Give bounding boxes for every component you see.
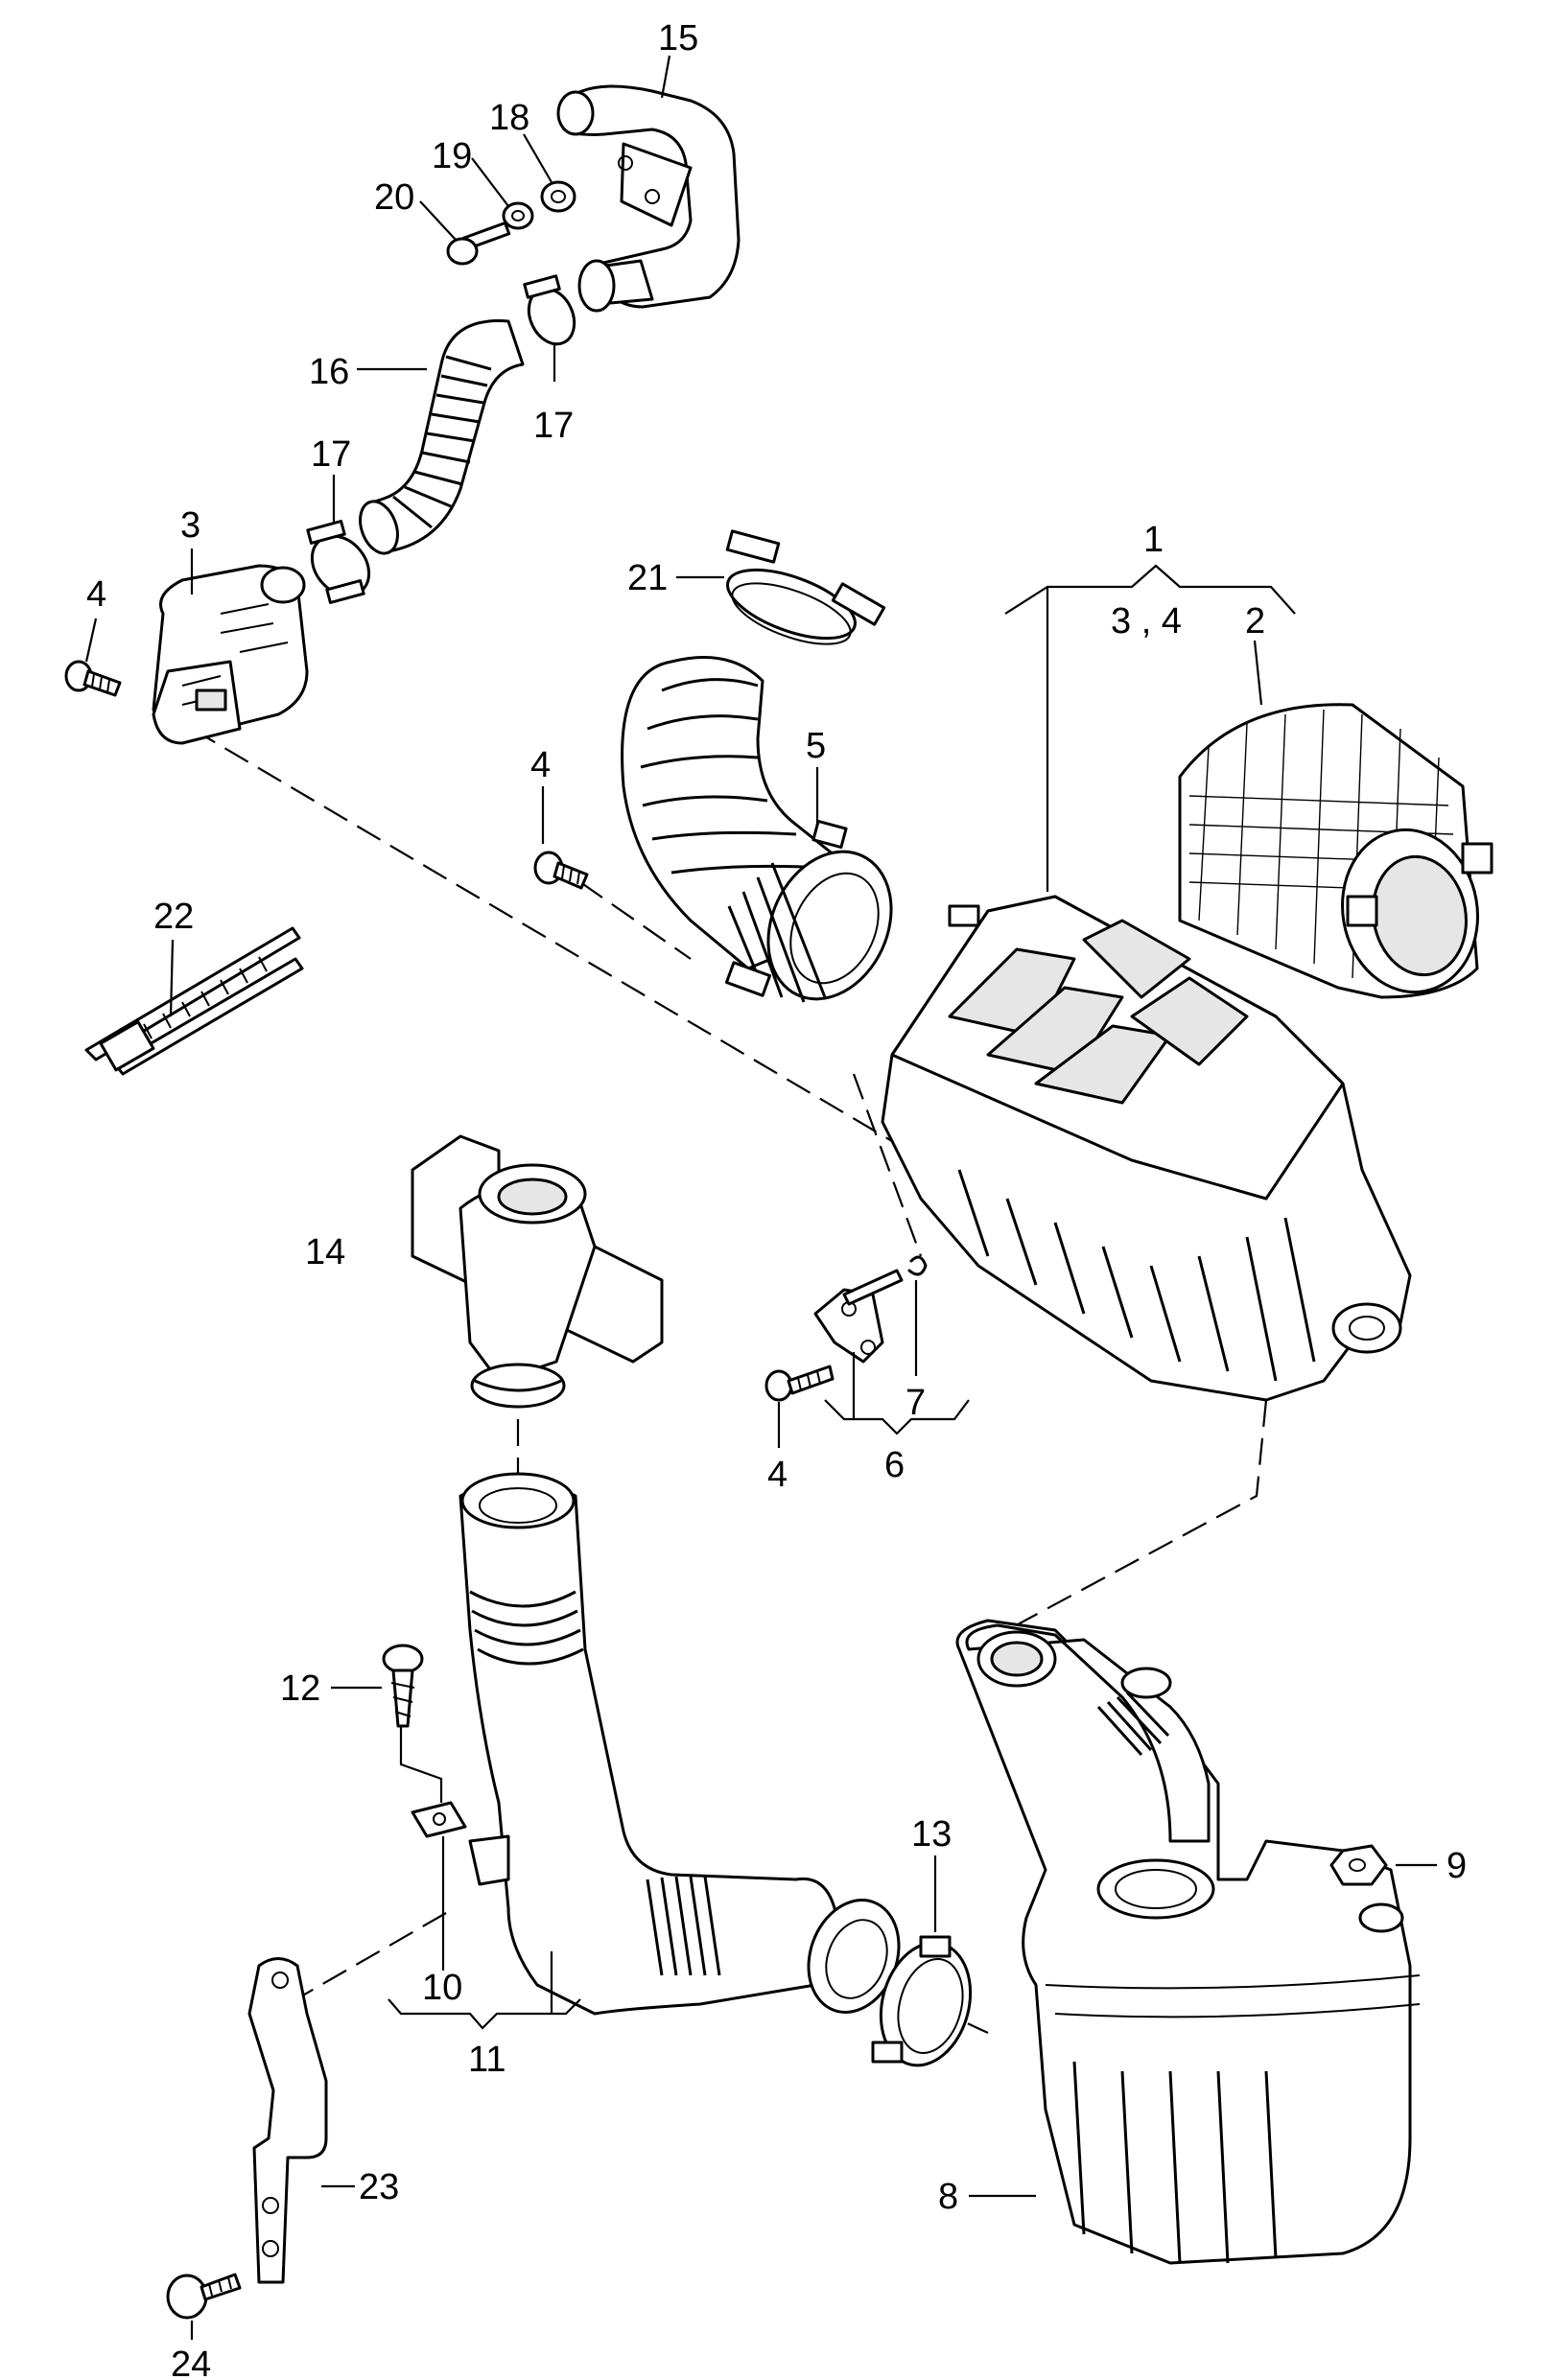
part-21-hose-clamp xyxy=(725,529,886,645)
part-24-bolt xyxy=(166,2273,242,2320)
callout-2: 2 xyxy=(1245,601,1265,642)
callout-1: 1 xyxy=(1143,520,1164,560)
callout-17-upper: 17 xyxy=(533,406,574,446)
part-2-air-filter-element xyxy=(1178,703,1493,999)
callout-17-lower: 17 xyxy=(311,434,351,475)
callout-14: 14 xyxy=(305,1232,345,1272)
callout-16: 16 xyxy=(309,352,349,392)
part-9-nut xyxy=(1329,1844,1388,1886)
callout-20: 20 xyxy=(374,177,414,218)
callout-9: 9 xyxy=(1446,1846,1467,1886)
callout-22: 22 xyxy=(153,897,194,937)
part-15-upper-air-pipe xyxy=(556,84,741,313)
part-10-clip-nut xyxy=(411,1801,467,1838)
callout-12: 12 xyxy=(280,1668,320,1709)
part-11-lower-intake-pipe xyxy=(459,1472,901,2016)
part-3-air-mass-meter xyxy=(152,564,309,745)
part-22-cable-ties xyxy=(84,926,304,1076)
part-13-hose-clamp xyxy=(871,1935,973,2067)
part-4-bolt-upper-left xyxy=(64,660,122,697)
part-8-resonator xyxy=(955,1619,1421,2265)
part-5-intake-duct xyxy=(621,656,893,1003)
callout-24: 24 xyxy=(171,2345,211,2380)
callout-18: 18 xyxy=(489,98,529,138)
callout-3-4: 3 , 4 xyxy=(1111,601,1182,642)
callout-19: 19 xyxy=(432,136,472,176)
callout-7: 7 xyxy=(905,1383,926,1423)
part-7-clip xyxy=(907,1255,928,1276)
part-16-corrugated-hose xyxy=(359,319,525,555)
leader-lines xyxy=(84,55,1437,2340)
callout-13: 13 xyxy=(911,1814,952,1855)
callout-labels: 15 18 19 20 16 17 17 3 21 1 3 , 4 2 4 4 … xyxy=(86,18,1467,2380)
callout-21: 21 xyxy=(627,558,668,598)
callout-23: 23 xyxy=(359,2167,399,2207)
callout-4-upper-left: 4 xyxy=(86,574,106,615)
callout-8: 8 xyxy=(938,2177,958,2217)
part-20-bolt xyxy=(446,221,511,266)
part-23-support-bracket xyxy=(247,1957,328,2284)
callout-15: 15 xyxy=(658,18,698,58)
part-12-screw xyxy=(382,1644,424,1728)
part-4-bolt-center xyxy=(533,851,589,890)
part-18-washer xyxy=(540,180,576,213)
part-6-mounting-bracket xyxy=(813,1269,904,1364)
callout-3: 3 xyxy=(180,505,200,546)
part-17-hose-clamp-lower xyxy=(306,520,371,604)
callout-10: 10 xyxy=(422,1968,462,2008)
callout-5: 5 xyxy=(806,726,826,766)
part-19-spacer xyxy=(502,201,534,230)
callout-6: 6 xyxy=(884,1445,905,1485)
part-17-hose-clamp-upper xyxy=(523,274,576,346)
part-1-air-filter-housing xyxy=(881,895,1412,1402)
callout-11: 11 xyxy=(468,2040,506,2080)
callout-4-center: 4 xyxy=(530,745,551,785)
part-14-air-guide xyxy=(411,1134,664,1409)
part-4-bolt-lower xyxy=(764,1365,835,1402)
callout-4-lower: 4 xyxy=(767,1455,788,1495)
